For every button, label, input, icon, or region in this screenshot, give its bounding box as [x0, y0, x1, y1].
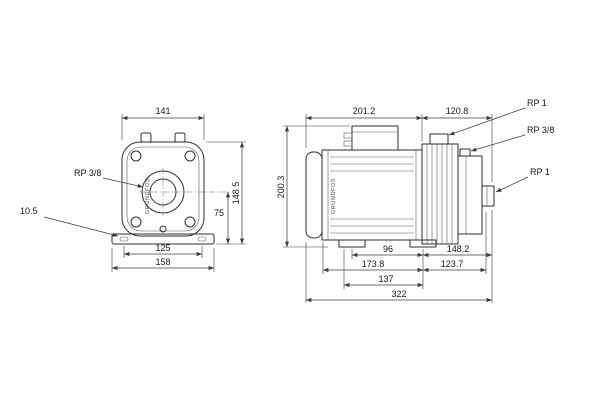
- brand-text-side: GRUNDFOS: [331, 178, 337, 214]
- base-hole-label: 10.5: [20, 206, 38, 216]
- port-label-mid: RP 3/8: [527, 125, 554, 135]
- top-lug-left: [140, 132, 152, 143]
- leader-port-top: [448, 107, 526, 136]
- drain-hole: [159, 225, 167, 233]
- front-view-dimensions: 141 RP 3/8 10.5 125 158 75 148.5: [20, 106, 246, 272]
- leader-port-mid: [470, 134, 526, 152]
- fill-plug: [459, 148, 471, 157]
- dim-text-head-length: 120.8: [446, 106, 469, 116]
- base-plate: [111, 233, 215, 245]
- dim-text-base-width: 158: [155, 257, 170, 267]
- dim-text-center-to-base: 75: [214, 208, 224, 218]
- side-view-dimensions: 201.2 120.8 200.3 RP 1 RP 3/8 RP 1 96 14…: [276, 98, 554, 303]
- foot-slot-left: [119, 236, 129, 242]
- pump-foot: [409, 239, 437, 248]
- bolt-hole: [130, 216, 142, 228]
- top-lug-right: [174, 132, 186, 143]
- bolt-hole: [184, 216, 196, 228]
- flange-outline: [121, 141, 205, 237]
- flange-inner-contour: [126, 146, 200, 232]
- dim-text-c: 137: [378, 274, 393, 284]
- port-label-front: RP 3/8: [74, 168, 101, 178]
- port-label-end: RP 1: [530, 167, 550, 177]
- dim-text-foot-holes: 125: [155, 243, 170, 253]
- fan-cover: [305, 151, 323, 239]
- dim-text-foot-span: 96: [383, 244, 393, 254]
- dim-text-overall: 322: [391, 289, 406, 299]
- leader-line-base-hole: [43, 216, 119, 237]
- motor-foot: [338, 239, 366, 248]
- dim-text-height-front: 148.5: [231, 182, 241, 205]
- cable-gland: [343, 140, 353, 147]
- port-label-top: RP 1: [527, 98, 547, 108]
- terminal-box: [351, 125, 399, 151]
- foot-slot-right: [197, 236, 207, 242]
- front-view: GRUNDFOS: [111, 132, 215, 245]
- end-piece: [457, 155, 483, 235]
- dim-text-height-side: 200.3: [276, 176, 286, 199]
- side-view: GRUNDFOS: [305, 125, 495, 248]
- dim-text-motor-length: 201.2: [353, 106, 376, 116]
- leader-port-end: [495, 176, 529, 193]
- dim-text-foot-to-end: 148.2: [447, 244, 470, 254]
- end-port-stub: [481, 185, 495, 207]
- discharge-port-stub: [429, 133, 449, 145]
- chamber-stack: [421, 143, 459, 245]
- dim-text-a: 173.8: [362, 259, 385, 269]
- bolt-hole: [130, 150, 142, 162]
- dim-text-top-width: 141: [155, 106, 170, 116]
- brand-text-front: GRUNDFOS: [145, 178, 151, 214]
- bolt-hole: [184, 150, 196, 162]
- motor-body: [321, 149, 423, 241]
- cable-gland: [343, 132, 353, 139]
- leader-line-port: [102, 177, 144, 188]
- dim-text-b: 123.7: [441, 259, 464, 269]
